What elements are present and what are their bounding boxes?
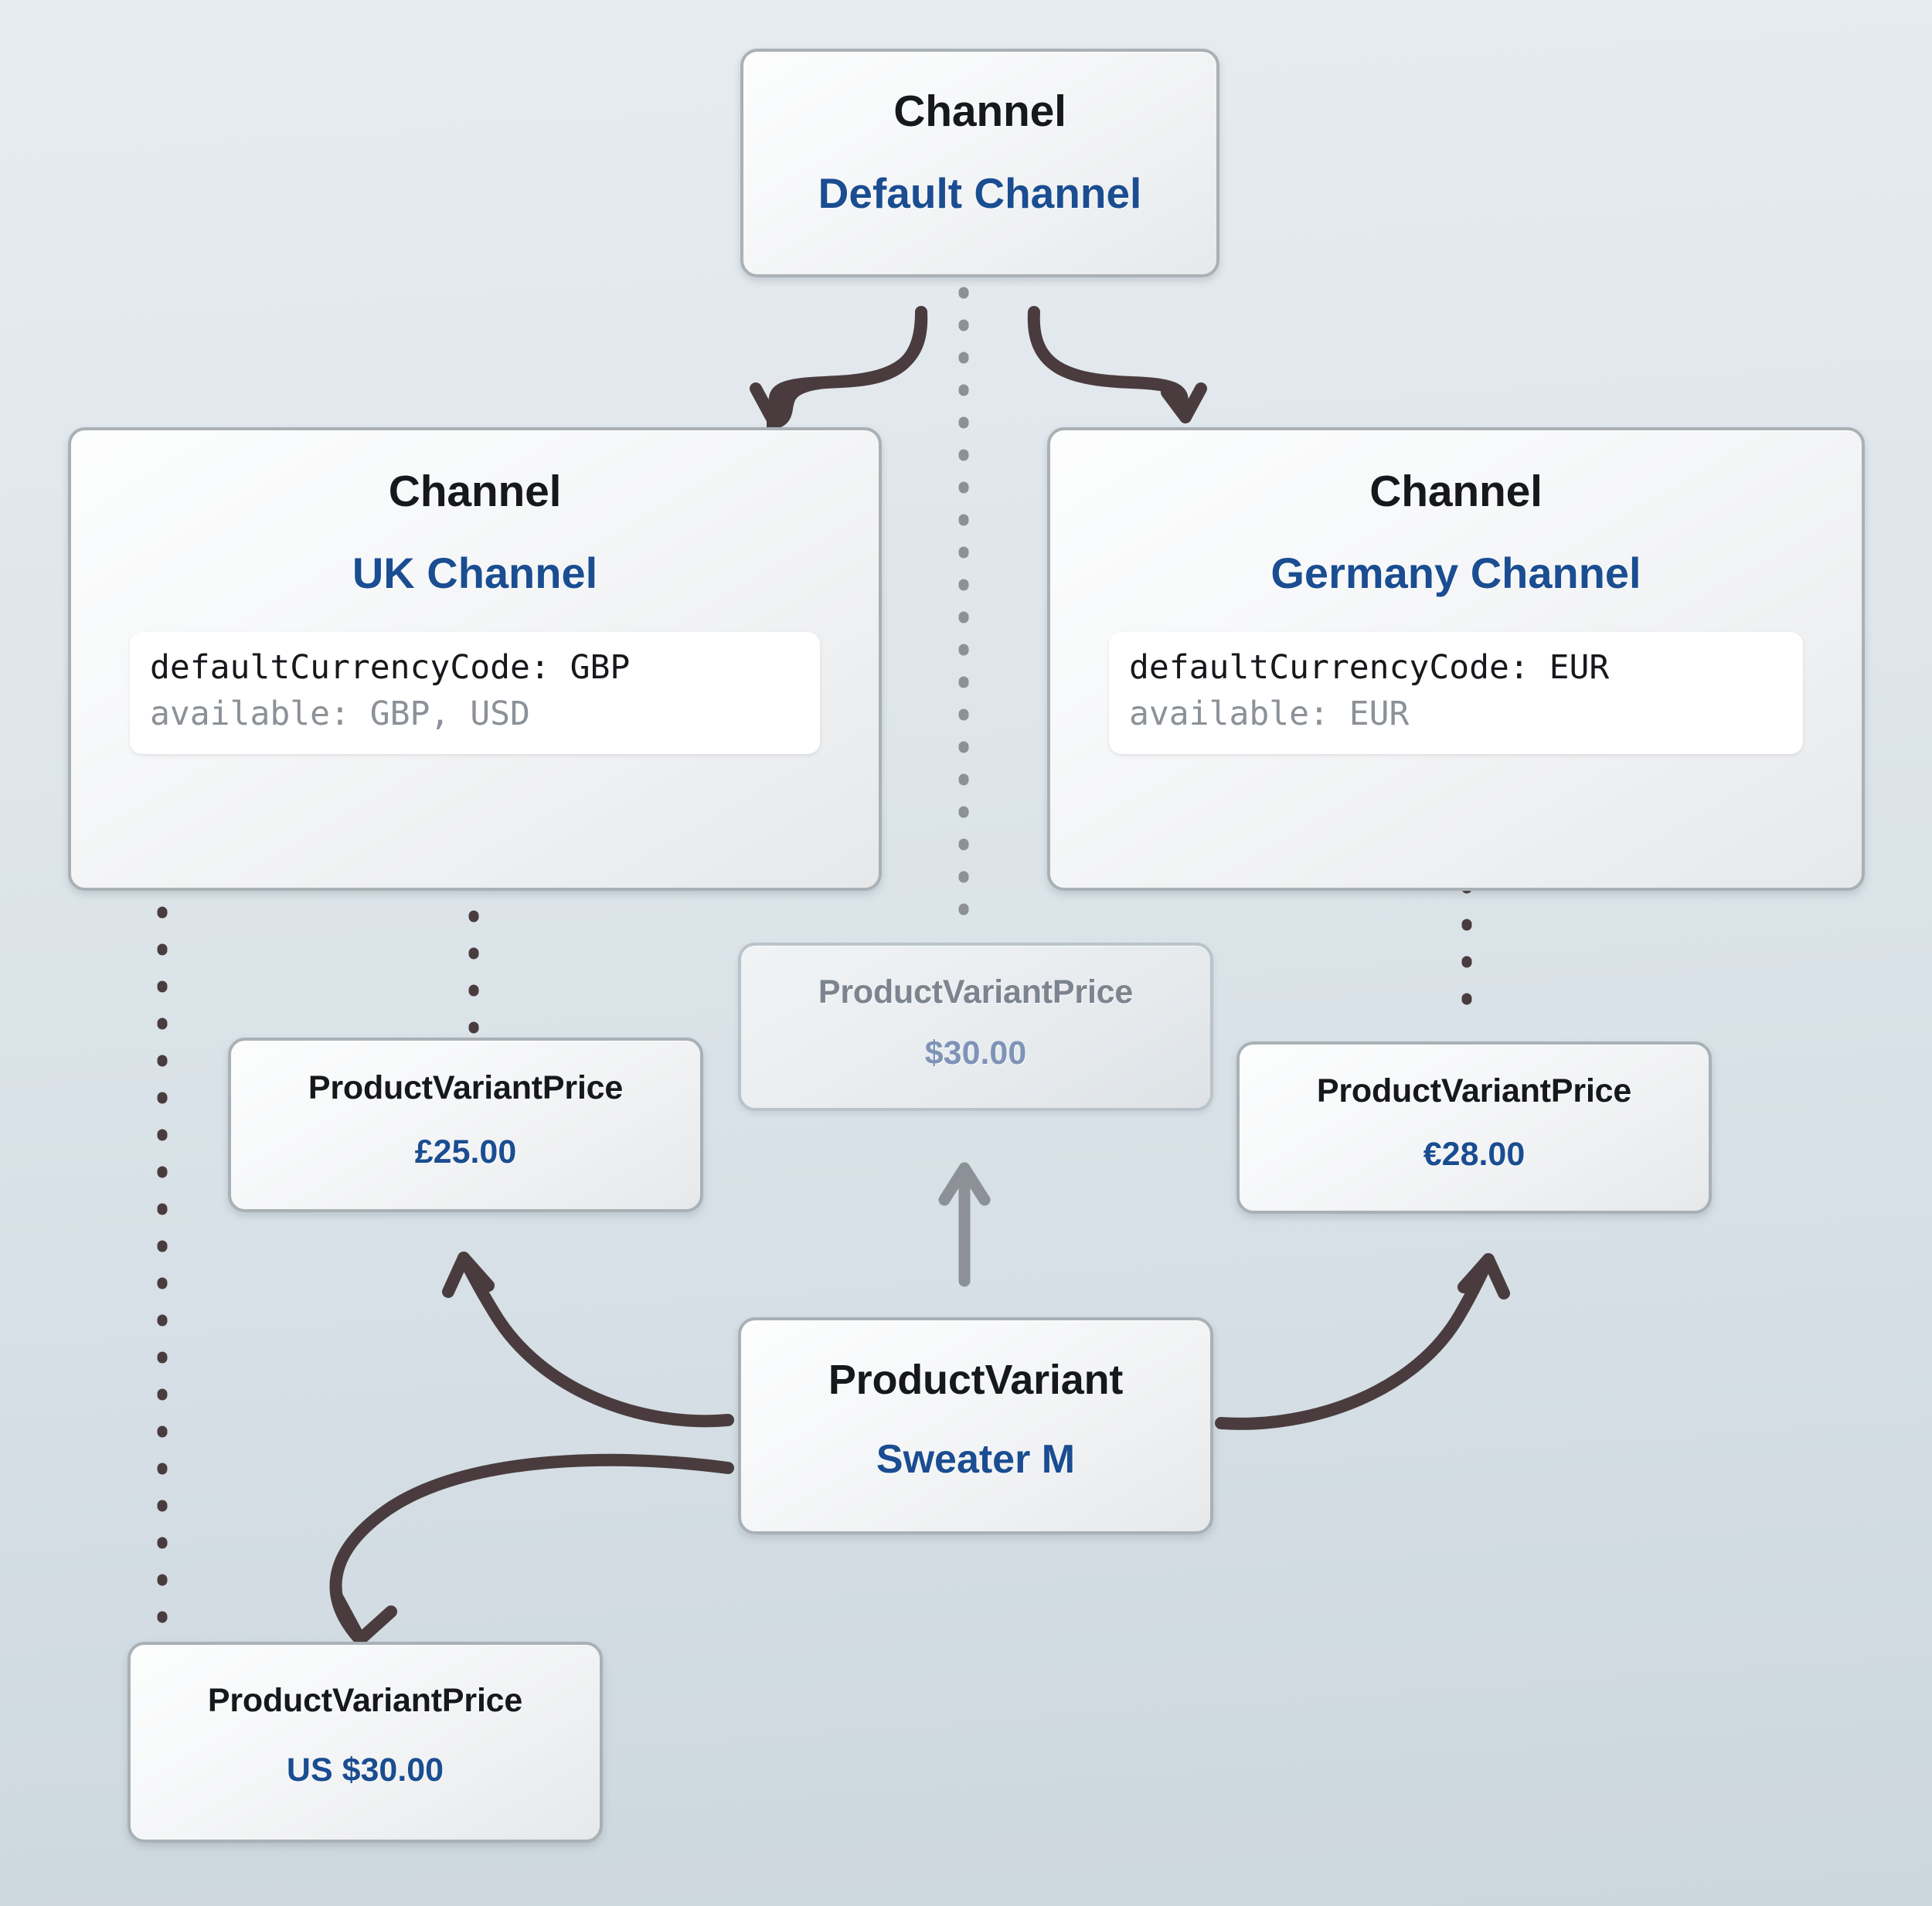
default-currency-code-line: defaultCurrencyCode: EUR [1129, 648, 1610, 687]
node-type-label: ProductVariantPrice [308, 1069, 624, 1106]
arrow-variant-to-usd-price [329, 1453, 734, 1646]
node-product-variant[interactable]: ProductVariant Sweater M [738, 1317, 1213, 1534]
node-type-label: Channel [1369, 467, 1543, 516]
germany-currency-config-card: defaultCurrencyCode: EUR available: EUR [1109, 632, 1803, 754]
node-type-label: ProductVariantPrice [207, 1682, 523, 1719]
node-product-variant-price-gbp[interactable]: ProductVariantPrice £25.00 [228, 1038, 703, 1212]
price-value: US $30.00 [286, 1751, 444, 1789]
arrow-variant-to-eur-price [1215, 1253, 1510, 1430]
node-name-label: Germany Channel [1270, 549, 1641, 597]
node-default-channel[interactable]: Channel Default Channel [740, 49, 1219, 277]
node-type-label: ProductVariantPrice [1316, 1072, 1632, 1109]
node-germany-channel[interactable]: Channel Germany Channel defaultCurrencyC… [1047, 427, 1865, 891]
node-product-variant-price-eur[interactable]: ProductVariantPrice €28.00 [1236, 1041, 1712, 1214]
arrow-variant-to-ghost-price [938, 1162, 991, 1287]
node-product-variant-price-ghost-usd[interactable]: ProductVariantPrice $30.00 [738, 943, 1213, 1111]
available-currencies-line: available: GBP, USD [150, 694, 530, 733]
node-name-label: Sweater M [876, 1437, 1076, 1482]
node-product-variant-price-usd[interactable]: ProductVariantPrice US $30.00 [128, 1642, 603, 1843]
node-name-label: Default Channel [818, 169, 1142, 217]
arrow-default-to-germany [1027, 306, 1207, 423]
node-type-label: ProductVariantPrice [818, 973, 1134, 1011]
default-currency-code-line: defaultCurrencyCode: GBP [150, 648, 631, 687]
available-currencies-line: available: EUR [1129, 694, 1410, 733]
node-type-label: ProductVariant [828, 1357, 1124, 1403]
node-name-label: UK Channel [352, 549, 598, 597]
node-type-label: Channel [388, 467, 562, 516]
price-value: €28.00 [1423, 1136, 1526, 1173]
uk-currency-config-card: defaultCurrencyCode: GBP available: GBP,… [130, 632, 820, 754]
arrow-default-to-uk [750, 306, 928, 431]
node-type-label: Channel [893, 87, 1066, 136]
price-value: $30.00 [924, 1035, 1027, 1072]
arrow-variant-to-gbp-price [442, 1252, 734, 1428]
node-uk-channel[interactable]: Channel UK Channel defaultCurrencyCode: … [68, 427, 882, 891]
price-value: £25.00 [414, 1133, 517, 1170]
